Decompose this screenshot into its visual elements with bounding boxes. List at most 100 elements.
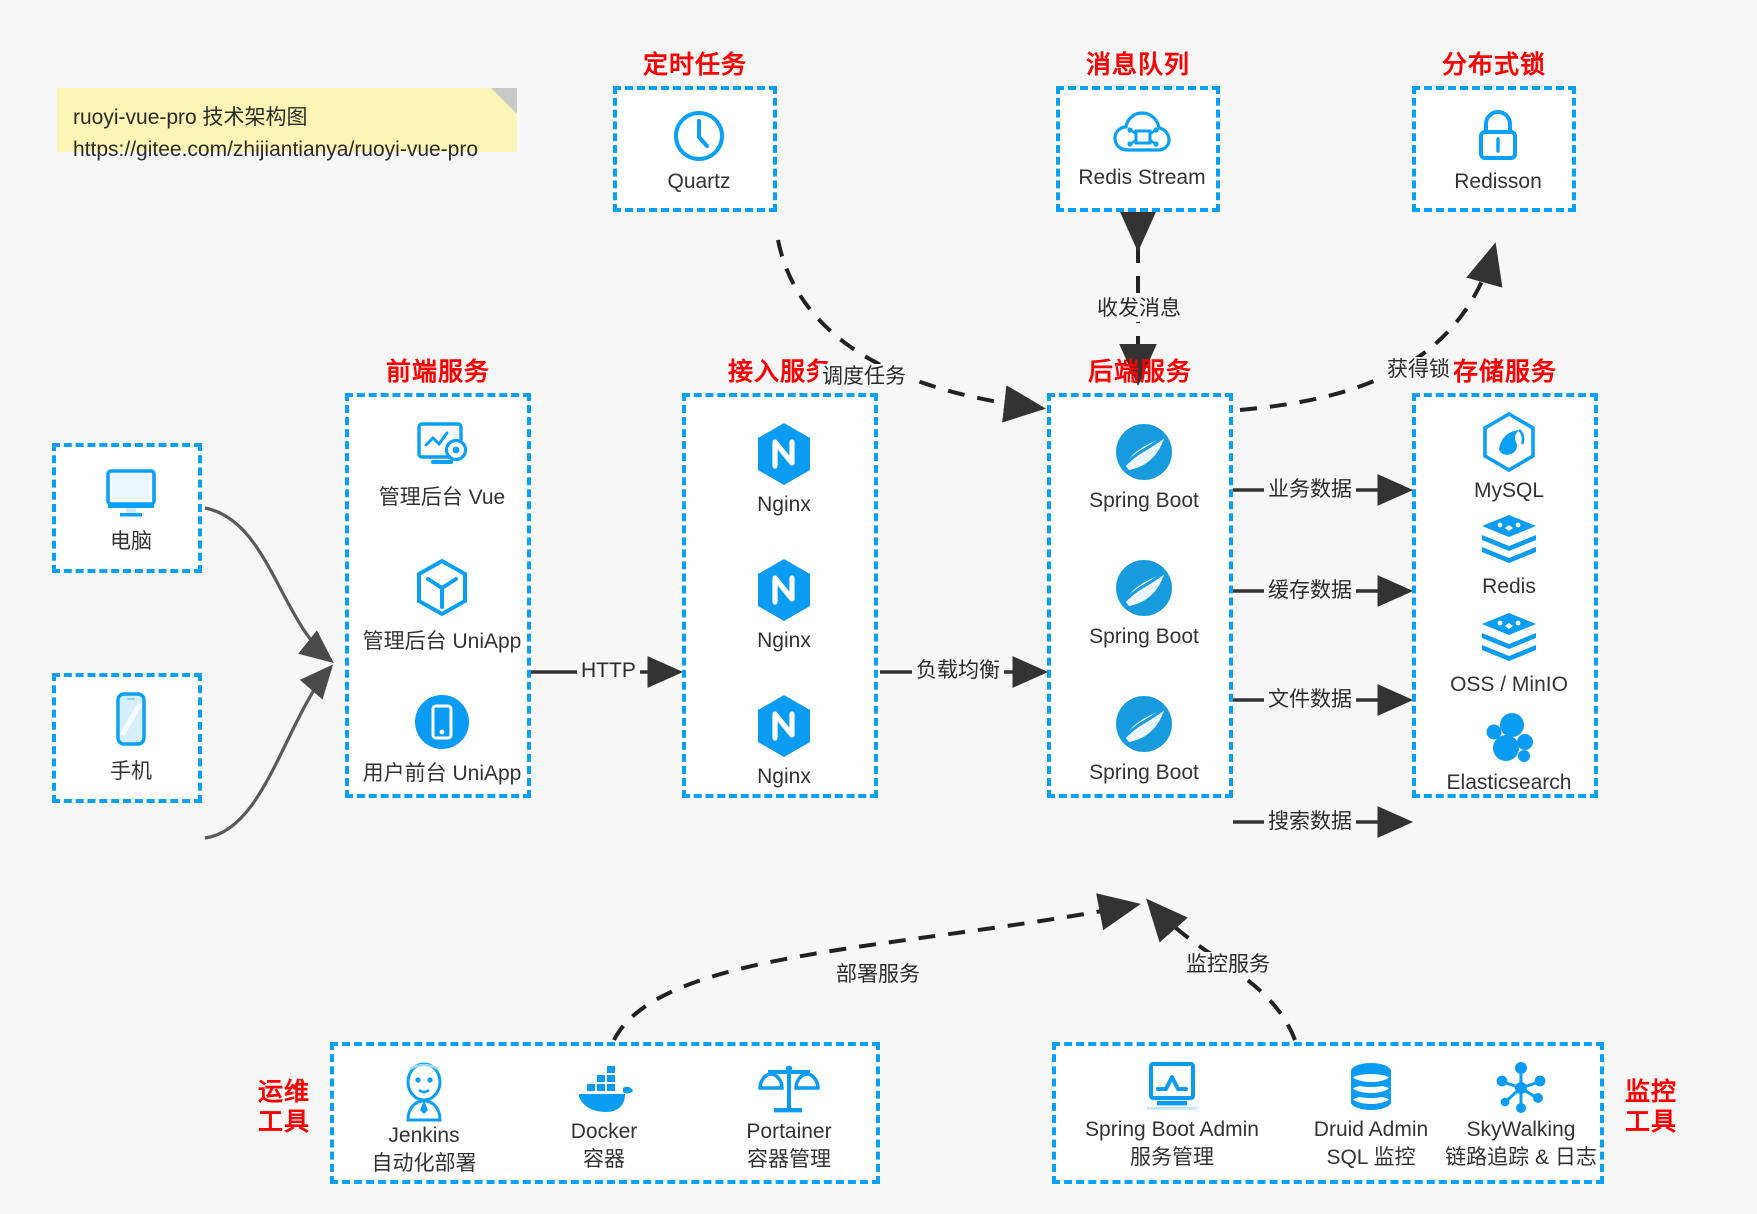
group-backend-service: Spring Boot Spring Boot Spring Boot — [1047, 393, 1233, 798]
group-title-devops-line2: 工具 — [257, 1108, 310, 1136]
mobile-circle-icon — [413, 693, 471, 751]
docker-whale-icon — [573, 1064, 635, 1118]
mysql-dolphin-icon — [1479, 411, 1539, 473]
node-label-redisson: Redisson — [1454, 170, 1542, 193]
spring-leaf-icon — [1113, 557, 1175, 619]
node-springboot-2[interactable]: Spring Boot — [1051, 557, 1237, 649]
lock-icon — [1472, 108, 1524, 164]
group-title-gateway: 接入服务 — [727, 358, 832, 386]
sticky-note: ruoyi-vue-pro 技术架构图 https://gitee.com/zh… — [57, 88, 517, 161]
group-storage-service: MySQL Redis — [1412, 393, 1598, 798]
node-admin-uniapp[interactable]: 管理后台 UniApp — [349, 557, 535, 655]
node-label-portainer: Portainer — [746, 1120, 832, 1143]
group-title-backend: 后端服务 — [1087, 358, 1192, 386]
node-pc[interactable]: 电脑 — [56, 465, 206, 555]
node-label-spring-boot-admin: Spring Boot Admin — [1085, 1118, 1259, 1141]
redis-stack-icon — [1478, 513, 1540, 569]
node-label-redis: Redis — [1482, 575, 1536, 598]
monitor-chart-icon — [1141, 1060, 1203, 1116]
node-springboot-1[interactable]: Spring Boot — [1051, 421, 1237, 513]
group-title-lock: 分布式锁 — [1441, 51, 1546, 79]
nginx-hexagon-icon — [754, 421, 814, 487]
node-redis[interactable]: Redis — [1416, 513, 1602, 599]
group-title-scheduled: 定时任务 — [642, 51, 747, 79]
dashboard-gear-icon — [411, 419, 473, 475]
edge-label-business-data: 业务数据 — [1264, 477, 1356, 503]
network-nodes-icon — [1492, 1060, 1550, 1116]
node-skywalking[interactable]: SkyWalking 链路追踪 & 日志 — [1441, 1060, 1601, 1172]
cube-icon — [413, 557, 471, 619]
group-title-monitor-line2: 工具 — [1624, 1108, 1677, 1136]
node-label-springboot-3: Spring Boot — [1089, 761, 1199, 784]
group-title-storage: 存储服务 — [1452, 358, 1557, 386]
group-title-monitor-line1: 监控 — [1624, 1078, 1677, 1106]
node-mobile[interactable]: 手机 — [56, 691, 206, 785]
node-springboot-3[interactable]: Spring Boot — [1051, 693, 1237, 785]
node-nginx-3[interactable]: Nginx — [686, 693, 882, 789]
node-label-nginx-3: Nginx — [757, 765, 811, 788]
node-sublabel-portainer: 容器管理 — [747, 1148, 831, 1171]
group-devops-tools: Jenkins 自动化部署 Docker 容器 — [330, 1042, 880, 1184]
spring-leaf-icon — [1113, 693, 1175, 755]
node-label-oss: OSS / MinIO — [1450, 673, 1568, 696]
node-label-quartz: Quartz — [667, 170, 731, 193]
jenkins-butler-icon — [394, 1060, 454, 1122]
node-redis-stream[interactable]: Redis Stream — [1060, 108, 1224, 190]
node-sublabel-spring-boot-admin: 服务管理 — [1130, 1146, 1214, 1169]
node-label-elasticsearch: Elasticsearch — [1446, 771, 1572, 794]
node-label-mysql: MySQL — [1473, 479, 1544, 502]
edge-label-cache-data: 缓存数据 — [1264, 578, 1356, 604]
clock-icon — [671, 108, 727, 164]
group-title-monitor: 监控 工具 — [1620, 1077, 1682, 1137]
node-druid-admin[interactable]: Druid Admin SQL 监控 — [1296, 1060, 1446, 1172]
node-label-mobile: 手机 — [110, 760, 152, 783]
note-line-url: https://gitee.com/zhijiantianya/ruoyi-vu… — [73, 138, 479, 161]
node-label-pc: 电脑 — [110, 530, 152, 553]
node-nginx-1[interactable]: Nginx — [686, 421, 882, 517]
group-frontend-service: 管理后台 Vue 管理后台 UniApp 用户前台 U — [345, 393, 531, 798]
node-sublabel-jenkins: 自动化部署 — [371, 1152, 477, 1175]
node-label-springboot-2: Spring Boot — [1089, 625, 1199, 648]
node-label-jenkins: Jenkins — [388, 1124, 460, 1147]
node-docker[interactable]: Docker 容器 — [524, 1064, 684, 1174]
cloud-stream-icon — [1112, 108, 1172, 160]
node-elasticsearch[interactable]: Elasticsearch — [1416, 711, 1602, 795]
node-sublabel-docker: 容器 — [583, 1148, 625, 1171]
edge-label-acquire-lock: 获得锁 — [1383, 357, 1454, 383]
node-jenkins[interactable]: Jenkins 自动化部署 — [344, 1060, 504, 1178]
node-sublabel-skywalking: 链路追踪 & 日志 — [1445, 1146, 1597, 1169]
group-distributed-lock: Redisson — [1412, 86, 1576, 212]
elasticsearch-cluster-icon — [1480, 711, 1538, 765]
group-gateway-service: Nginx Nginx Nginx — [682, 393, 878, 798]
node-label-skywalking: SkyWalking — [1466, 1118, 1576, 1141]
node-mysql[interactable]: MySQL — [1416, 411, 1602, 503]
database-icon — [1343, 1060, 1399, 1116]
group-scheduled-task: Quartz — [613, 86, 777, 212]
group-message-queue: Redis Stream — [1056, 86, 1220, 212]
node-admin-vue[interactable]: 管理后台 Vue — [349, 419, 535, 511]
node-quartz[interactable]: Quartz — [617, 108, 781, 194]
node-user-uniapp[interactable]: 用户前台 UniApp — [349, 693, 535, 787]
edge-label-monitor-service: 监控服务 — [1182, 952, 1274, 978]
node-label-redis-stream: Redis Stream — [1078, 166, 1206, 189]
node-sublabel-druid-admin: SQL 监控 — [1326, 1146, 1416, 1169]
node-oss[interactable]: OSS / MinIO — [1416, 611, 1602, 697]
node-label-user-uniapp: 用户前台 UniApp — [362, 762, 522, 785]
edge-label-schedule-task: 调度任务 — [818, 364, 910, 390]
node-nginx-2[interactable]: Nginx — [686, 557, 882, 653]
edge-label-file-data: 文件数据 — [1264, 687, 1356, 713]
scales-icon — [758, 1060, 820, 1118]
note-fold-corner — [491, 88, 517, 114]
group-monitor-tools: Spring Boot Admin 服务管理 Druid Admin — [1052, 1042, 1604, 1184]
desktop-monitor-icon — [100, 465, 162, 519]
storage-stack-icon — [1478, 611, 1540, 667]
group-title-devops: 运维 工具 — [253, 1077, 315, 1137]
node-redisson[interactable]: Redisson — [1416, 108, 1580, 194]
nginx-hexagon-icon — [754, 693, 814, 759]
node-spring-boot-admin[interactable]: Spring Boot Admin 服务管理 — [1066, 1060, 1278, 1172]
edge-label-deploy-service: 部署服务 — [832, 962, 924, 988]
group-device-pc: 电脑 — [52, 443, 202, 573]
node-portainer[interactable]: Portainer 容器管理 — [704, 1060, 874, 1174]
group-device-mobile: 手机 — [52, 673, 202, 803]
